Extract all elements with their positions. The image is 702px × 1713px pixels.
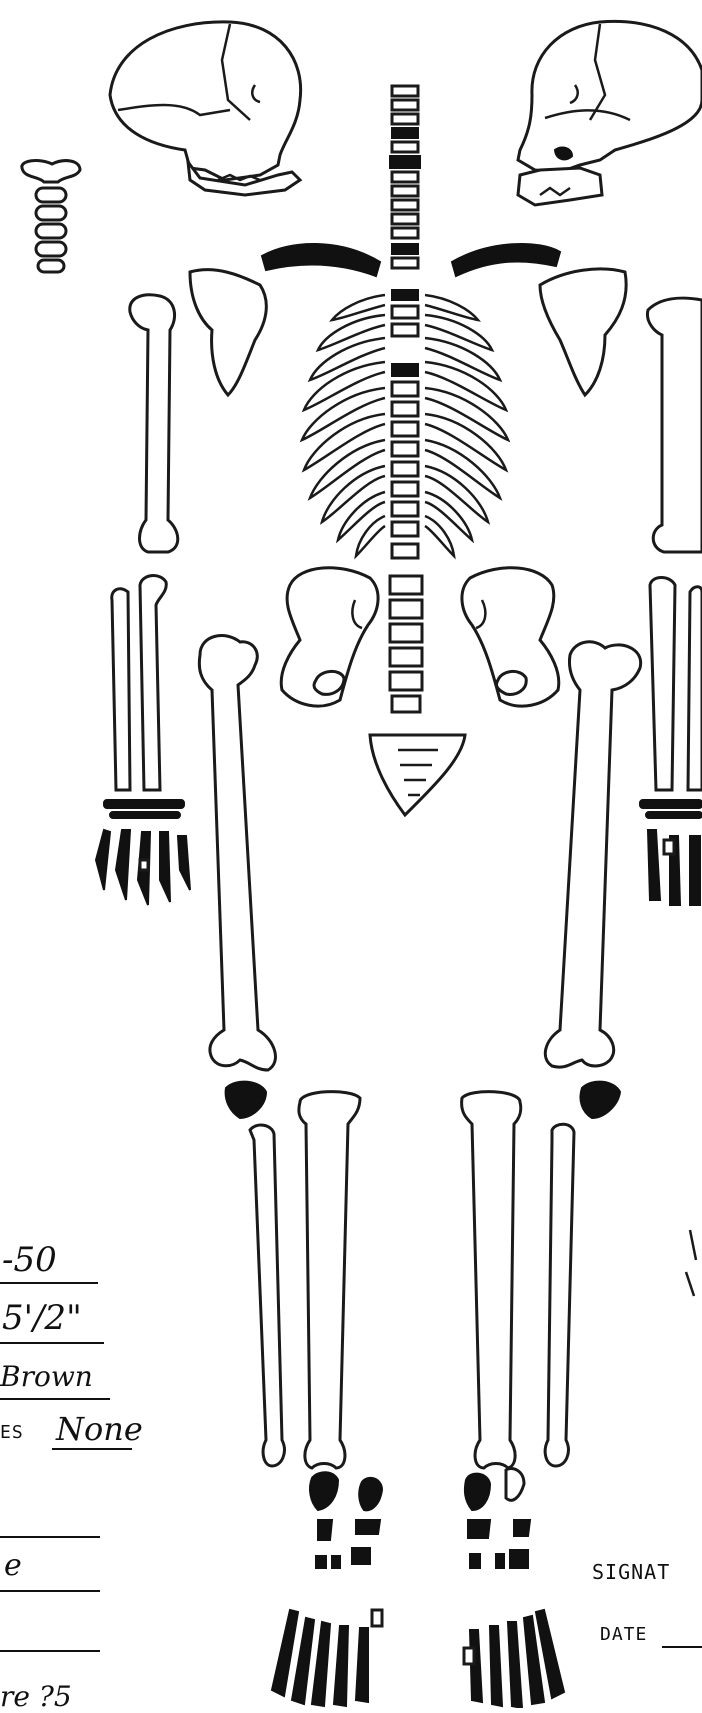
obturator-right (496, 671, 526, 694)
ribcage-right (425, 295, 508, 556)
small-vertebrae-stack (22, 161, 80, 272)
lower-leg-right (462, 1092, 574, 1468)
date-label: DATE (600, 1624, 647, 1645)
form-entry-e: e (4, 1548, 22, 1583)
ribcage-left (302, 295, 385, 556)
date-underline[interactable] (662, 1646, 702, 1648)
hand-left (96, 800, 190, 905)
scapula-left (190, 270, 266, 395)
form-entry-bottom: re ?5 (0, 1680, 72, 1713)
edge-mark (690, 1230, 696, 1260)
signature-label: SIGNAT (592, 1560, 670, 1584)
form-label-es: ES (0, 1422, 24, 1443)
skull-left (110, 22, 301, 195)
edge-mark (686, 1272, 694, 1296)
form-entry-underline (0, 1282, 98, 1284)
femur-left (199, 636, 275, 1070)
sacrum (370, 735, 465, 815)
patella-left (226, 1082, 266, 1118)
form-entry-underline (0, 1650, 100, 1652)
form-entry-underline (0, 1590, 100, 1592)
form-entry-hair: Brown (0, 1360, 93, 1393)
foot-left (272, 1472, 382, 1706)
forearm-left (112, 576, 167, 790)
humerus-left (130, 295, 178, 552)
lower-leg-left (250, 1092, 360, 1468)
scapula-right (540, 269, 626, 395)
form-entry-underline (52, 1448, 132, 1450)
clavicle-left (262, 244, 380, 276)
femur-right (545, 642, 640, 1067)
form-entry-height: 5'/2" (2, 1298, 82, 1338)
form-entry-underline (0, 1342, 104, 1344)
foot-right (464, 1469, 564, 1708)
form-entry-age: -50 (2, 1240, 57, 1280)
forearm-right (650, 578, 702, 791)
skull-right (518, 21, 702, 205)
form-entry-underline (0, 1536, 100, 1538)
humerus-right (647, 298, 702, 552)
clavicle-right (452, 244, 560, 276)
form-entry-marks: None (56, 1410, 143, 1448)
obturator-left (314, 671, 344, 694)
hand-right (640, 800, 702, 905)
patella-right (580, 1082, 620, 1118)
form-entry-underline (0, 1398, 110, 1400)
